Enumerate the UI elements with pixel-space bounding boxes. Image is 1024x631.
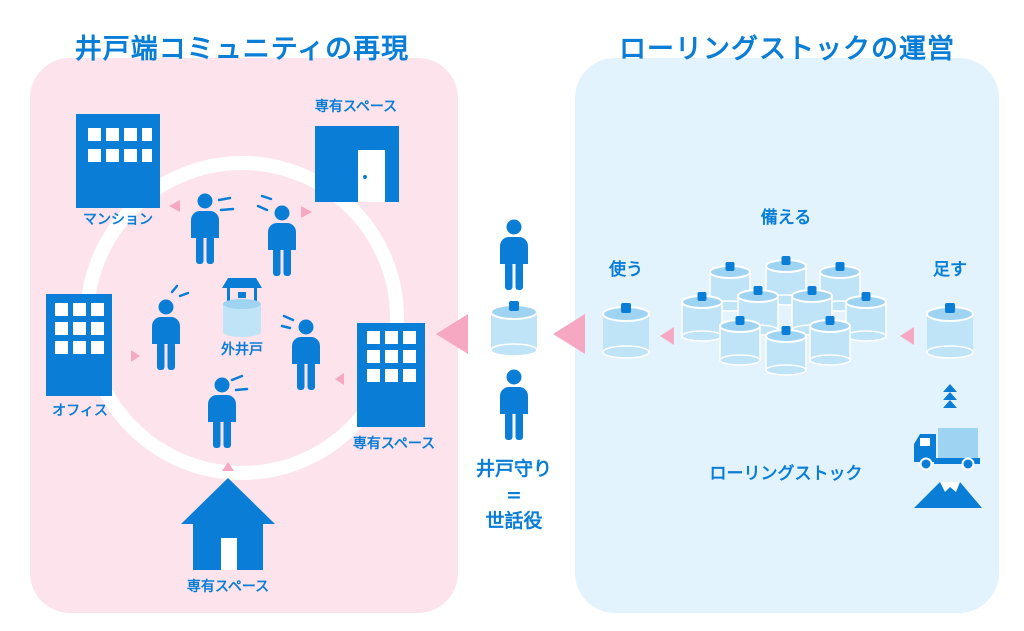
label-private-space-right: 専有スペース	[352, 436, 436, 452]
private-space-building-icon	[357, 323, 425, 427]
label-caretaker-line1: 井戸守り	[475, 458, 553, 480]
label-well: 外井戸	[221, 342, 263, 358]
person-icon	[500, 369, 528, 440]
left-panel-title: 井戸端コミュニティの再現	[74, 34, 410, 65]
right-panel-title: ローリングストックの運営	[619, 34, 955, 65]
water-tank-icon	[926, 302, 974, 359]
label-use: 使う	[609, 260, 643, 280]
person-icon	[500, 219, 528, 290]
label-mansion: マンション	[83, 212, 153, 228]
flow-arrow-icon	[553, 314, 585, 354]
arrow-icon	[222, 462, 234, 471]
flow-arrow-icon	[660, 327, 674, 345]
up-arrows-icon	[943, 384, 957, 408]
arrow-icon	[169, 200, 180, 212]
house-icon	[181, 478, 275, 570]
arrow-icon	[335, 373, 344, 385]
label-private-space-top: 専有スペース	[314, 99, 398, 115]
label-prepare: 備える	[760, 208, 812, 228]
arrow-icon	[131, 350, 140, 362]
label-equals: =	[506, 484, 522, 506]
label-add: 足す	[933, 260, 967, 280]
well-icon	[222, 278, 262, 337]
arrow-icon	[301, 206, 312, 218]
flow-arrow-icon	[900, 327, 914, 345]
water-tank-icon	[602, 302, 650, 359]
mansion-building-icon	[76, 114, 160, 208]
truck-icon	[914, 428, 980, 471]
community-arrows	[131, 200, 344, 471]
flow-arrow-icon	[436, 314, 468, 354]
label-office: オフィス	[52, 403, 108, 419]
water-tank-icon	[490, 300, 538, 357]
label-rolling-stock: ローリングストック	[709, 464, 863, 484]
speech-lines	[170, 194, 295, 392]
private-space-door-icon	[315, 126, 399, 202]
label-private-space-bottom: 専有スペース	[186, 579, 270, 595]
label-caretaker-line2: 世話役	[485, 510, 543, 532]
mountain-icon	[914, 482, 982, 508]
office-building-icon	[46, 294, 112, 396]
